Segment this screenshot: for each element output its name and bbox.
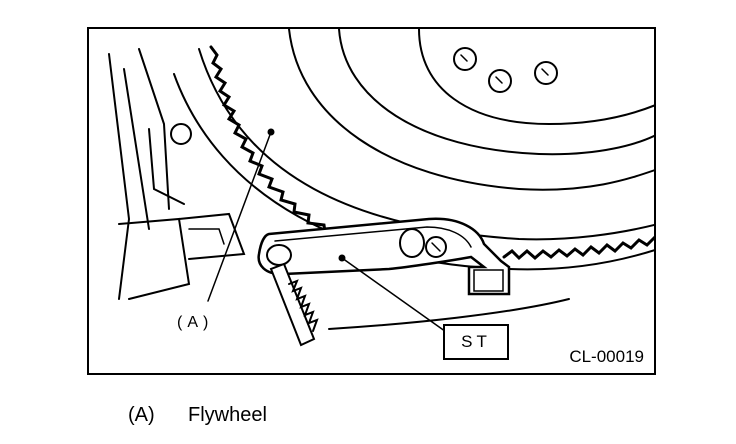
legend-text: Flywheel: [188, 404, 267, 426]
housing-edge-3: [138, 48, 170, 210]
special-tool-plate: [257, 217, 511, 296]
legend-key: (A): [128, 404, 155, 426]
legend-item: (A) Flywheel: [128, 404, 267, 427]
flywheel-label: (A): [177, 314, 214, 331]
leader-st-dot: [338, 254, 346, 262]
flywheel-outer-arc: [173, 73, 654, 271]
bottom-line: [328, 298, 570, 330]
crank-bolt-head: [399, 228, 425, 258]
housing-block: [118, 217, 191, 300]
figure-code: CL-00019: [569, 347, 644, 366]
flywheel-inner-arc-2: [338, 29, 654, 156]
housing-block-2: [178, 212, 246, 260]
housing-edge-4: [148, 128, 185, 205]
ring-gear-teeth: [209, 45, 327, 234]
housing-bolt: [170, 123, 192, 145]
flywheel-rim-arc: [198, 48, 654, 241]
flywheel-drawing: [108, 29, 654, 347]
leader-st-line: [341, 257, 450, 335]
tool-bolt-shaft: [269, 262, 316, 347]
housing-edge-2: [123, 68, 150, 230]
leader-a-line: [207, 131, 272, 302]
ring-gear-teeth-right: [502, 235, 654, 261]
flywheel-hub-arc: [418, 29, 654, 126]
flywheel-inner-arc-1: [288, 29, 654, 191]
tool-bolt-head: [266, 244, 292, 266]
housing-edge-1: [108, 53, 131, 300]
illustration-frame: (A) ST CL-00019: [87, 27, 656, 375]
special-tool-label-text: ST: [461, 332, 491, 351]
tool-bolt-thread: [288, 279, 319, 332]
leader-a-dot: [267, 128, 275, 136]
special-tool-label: ST: [443, 324, 509, 360]
